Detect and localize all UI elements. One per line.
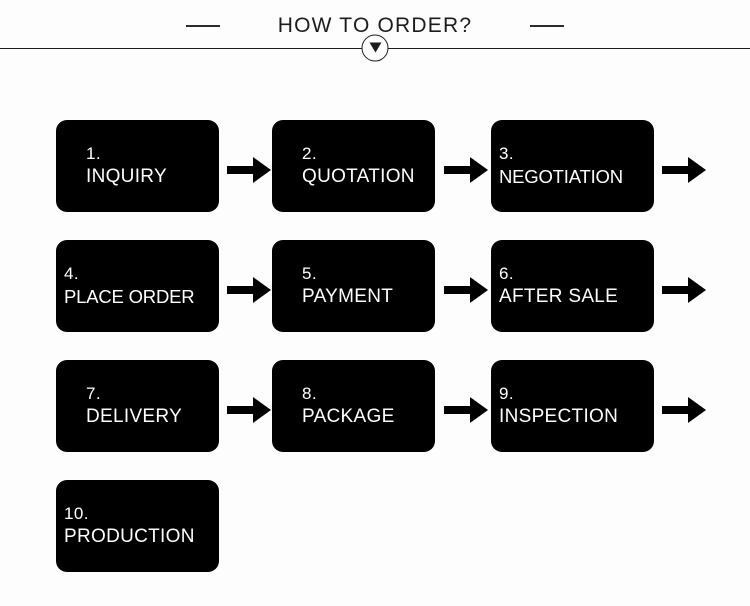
arrow-head — [253, 277, 271, 303]
step-box[interactable]: 8. PACKAGE — [272, 360, 435, 452]
step-box[interactable]: 5. PAYMENT — [272, 240, 435, 332]
flow-arrow-7-to-8 — [227, 397, 271, 423]
step-box[interactable]: 9. INSPECTION — [491, 360, 654, 452]
arrow-head — [470, 397, 488, 423]
step-number: 6. — [499, 264, 514, 283]
step-number: 10. — [64, 504, 89, 523]
step-box[interactable]: 7. DELIVERY — [56, 360, 219, 452]
step-number: 7. — [86, 384, 101, 403]
flow-arrow-9-to-10 — [662, 397, 706, 423]
arrow-shaft — [662, 286, 690, 294]
step-label: PLACE ORDER — [64, 286, 195, 307]
step-label: DELIVERY — [86, 406, 183, 427]
arrow-head — [253, 397, 271, 423]
step-label: PAYMENT — [302, 286, 394, 307]
step-label: PACKAGE — [302, 406, 395, 427]
step-label: QUOTATION — [302, 166, 415, 187]
flow-arrow-8-to-9 — [444, 397, 488, 423]
arrow-shaft — [227, 406, 255, 414]
arrow-head — [688, 397, 706, 423]
arrow-shaft — [662, 166, 690, 174]
flow-row: 7. DELIVERY 8. PACKAGE 9. INSPECTION — [0, 360, 750, 480]
step-number: 3. — [499, 144, 514, 163]
flow-row: 1. INQUIRY 2. QUOTATION 3. NEGOTIATION — [0, 120, 750, 240]
flow-step-9[interactable]: 9. INSPECTION — [491, 360, 654, 452]
step-number: 4. — [64, 264, 79, 283]
caret-shape — [369, 42, 381, 53]
arrow-shaft — [227, 166, 255, 174]
step-number: 2. — [302, 144, 317, 163]
step-box[interactable]: 2. QUOTATION — [272, 120, 435, 212]
flow-row: 10. PRODUCTION — [0, 480, 750, 600]
arrow-head — [470, 157, 488, 183]
step-number: 8. — [302, 384, 317, 403]
flow-arrow-5-to-6 — [444, 277, 488, 303]
flow-step-8[interactable]: 8. PACKAGE — [272, 360, 435, 452]
arrow-head — [688, 157, 706, 183]
arrow-head — [688, 277, 706, 303]
flow-row: 4. PLACE ORDER 5. PAYMENT 6. AFTER SALE — [0, 240, 750, 360]
flow-step-6[interactable]: 6. AFTER SALE — [491, 240, 654, 332]
flow-step-2[interactable]: 2. QUOTATION — [272, 120, 435, 212]
flow-arrow-1-to-2 — [227, 157, 271, 183]
header-dash-right — [530, 25, 565, 27]
flow-arrow-3-to-4 — [662, 157, 706, 183]
step-box[interactable]: 1. INQUIRY — [56, 120, 219, 212]
flow-step-1[interactable]: 1. INQUIRY — [56, 120, 219, 212]
step-number: 1. — [86, 144, 101, 163]
flow-step-5[interactable]: 5. PAYMENT — [272, 240, 435, 332]
order-flow-diagram: 1. INQUIRY 2. QUOTATION 3. NEGOTIATION — [0, 120, 750, 600]
flow-step-3[interactable]: 3. NEGOTIATION — [491, 120, 654, 212]
step-number: 5. — [302, 264, 317, 283]
arrow-head — [470, 277, 488, 303]
arrow-head — [253, 157, 271, 183]
arrow-shaft — [662, 406, 690, 414]
arrow-shaft — [444, 286, 472, 294]
step-box[interactable]: 3. NEGOTIATION — [491, 120, 654, 212]
step-label: AFTER SALE — [499, 286, 619, 307]
flow-step-4[interactable]: 4. PLACE ORDER — [56, 240, 219, 332]
step-number: 9. — [499, 384, 514, 403]
step-box[interactable]: 6. AFTER SALE — [491, 240, 654, 332]
step-label: PRODUCTION — [64, 526, 195, 547]
how-to-order-header: HOW TO ORDER? — [0, 0, 750, 80]
flow-step-10[interactable]: 10. PRODUCTION — [56, 480, 219, 572]
header-title-row: HOW TO ORDER? — [0, 14, 750, 38]
header-dash-left — [185, 25, 220, 27]
flow-arrow-2-to-3 — [444, 157, 488, 183]
page-title: HOW TO ORDER? — [277, 14, 473, 37]
step-box[interactable]: 10. PRODUCTION — [56, 480, 219, 572]
arrow-shaft — [444, 166, 472, 174]
flow-arrow-6-to-7 — [662, 277, 706, 303]
step-label: NEGOTIATION — [499, 166, 623, 187]
step-box[interactable]: 4. PLACE ORDER — [56, 240, 219, 332]
flow-arrow-4-to-5 — [227, 277, 271, 303]
step-label: INSPECTION — [499, 406, 619, 427]
step-label: INQUIRY — [86, 166, 167, 187]
arrow-shaft — [444, 406, 472, 414]
arrow-shaft — [227, 286, 255, 294]
chevron-down-icon — [361, 34, 389, 62]
flow-step-7[interactable]: 7. DELIVERY — [56, 360, 219, 452]
